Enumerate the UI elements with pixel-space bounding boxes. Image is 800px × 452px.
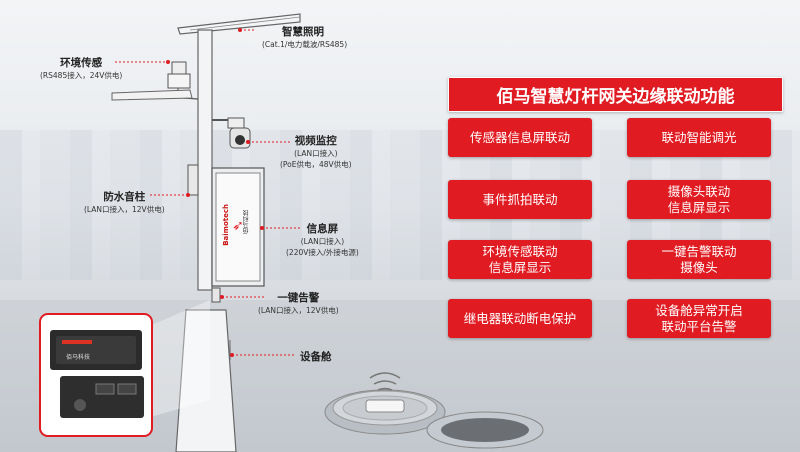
pole-base	[175, 309, 237, 452]
gateway-device-image	[39, 313, 153, 437]
feature-sensor-screen[interactable]: 传感器信息屏联动	[448, 118, 592, 157]
label-speaker: 防水音柱 (LAN口接入，12V供电)	[84, 189, 165, 215]
label-env-sub: (RS485接入，24V供电)	[40, 71, 123, 80]
label-screen: 信息屏 (LAN口接入) (220V接入/外接电源)	[286, 221, 359, 258]
logo-mark-icon: ➶	[232, 218, 244, 234]
feature-env-screen[interactable]: 环境传感联动 信息屏显示	[448, 240, 592, 279]
label-speaker-title: 防水音柱	[103, 191, 146, 203]
label-video-sub2: (PoE供电，48V供电)	[280, 160, 352, 169]
label-lighting: 智慧照明 (Cat.1/电力载波/RS485)	[262, 24, 347, 50]
label-cabin: 设备舱	[300, 349, 332, 364]
pole-upper	[197, 29, 213, 291]
manhole-cover-image	[324, 372, 446, 435]
alarm-box-icon	[211, 287, 221, 303]
feature-event-capture[interactable]: 事件抓拍联动	[448, 180, 592, 219]
label-video-title: 视频监控	[294, 135, 337, 147]
info-screen-icon	[211, 167, 265, 287]
label-alarm: 一键告警 (LAN口接入，12V供电)	[258, 290, 339, 316]
label-env-title: 环境传感	[60, 57, 103, 69]
pointer-lines	[115, 29, 300, 356]
open-manhole-image	[426, 411, 544, 449]
panel-title: 佰马智慧灯杆网关边缘联动功能	[448, 77, 783, 112]
label-video: 视频监控 (LAN口接入) (PoE供电，48V供电)	[280, 133, 352, 170]
label-alarm-sub: (LAN口接入，12V供电)	[258, 306, 339, 315]
street-light-icon	[177, 13, 301, 35]
label-lighting-sub: (Cat.1/电力载波/RS485)	[262, 40, 348, 49]
label-alarm-title: 一键告警	[277, 292, 320, 304]
label-screen-title: 信息屏	[306, 223, 339, 235]
screen-logo: ➶ Baimotech 佰马科技	[216, 196, 260, 256]
screen-brand: Baimotech	[222, 204, 230, 246]
feature-relay-protect[interactable]: 继电器联动断电保护	[448, 299, 592, 338]
feature-alarm-camera[interactable]: 一键告警联动 摄像头	[627, 240, 771, 279]
screen-brand-cn: 佰马科技	[243, 210, 250, 234]
label-speaker-sub: (LAN口接入，12V供电)	[84, 205, 165, 214]
label-cabin-title: 设备舱	[300, 351, 332, 363]
device-label: 佰马科技	[66, 354, 91, 361]
label-screen-sub2: (220V接入/外接电源)	[286, 248, 359, 257]
label-lighting-title: 智慧照明	[282, 26, 324, 38]
feature-cabin-alarm[interactable]: 设备舱异常开启 联动平台告警	[627, 299, 771, 338]
feature-smart-dimming[interactable]: 联动智能调光	[627, 118, 771, 157]
label-env: 环境传感 (RS485接入，24V供电)	[40, 55, 122, 81]
env-sensor-icon	[111, 61, 199, 101]
feature-camera-screen[interactable]: 摄像头联动 信息屏显示	[627, 180, 771, 219]
speaker-icon	[187, 164, 199, 196]
label-video-sub1: (LAN口接入)	[294, 149, 338, 158]
label-screen-sub1: (LAN口接入)	[300, 237, 345, 246]
camera-icon	[212, 117, 251, 149]
